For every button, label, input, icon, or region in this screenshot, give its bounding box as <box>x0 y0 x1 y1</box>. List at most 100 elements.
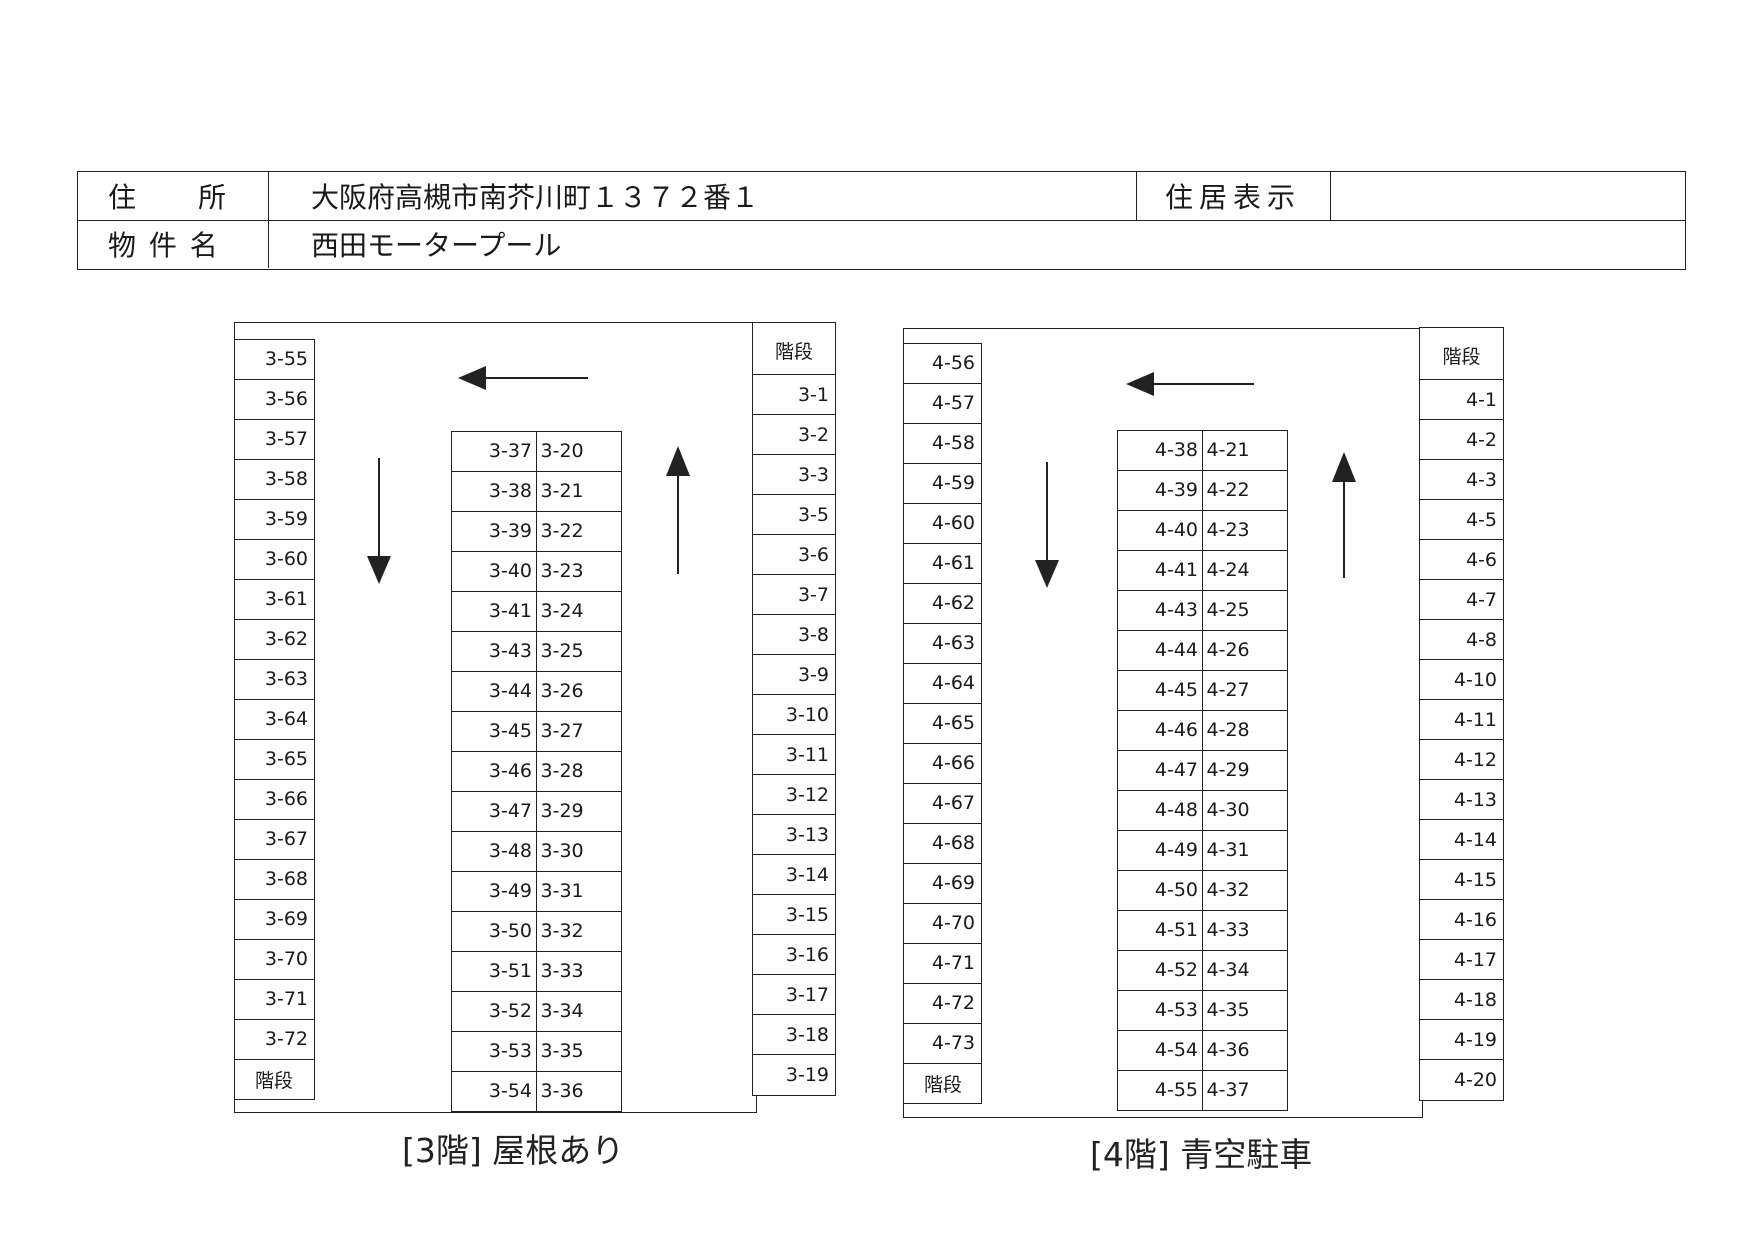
parking-space: 4-70 <box>903 902 982 944</box>
parking-space: 3-43 <box>450 630 537 672</box>
parking-space: 4-34 <box>1201 949 1288 991</box>
parking-space: 4-63 <box>903 622 982 664</box>
parking-space: 4-19 <box>1419 1019 1504 1061</box>
parking-space: 4-43 <box>1116 589 1203 631</box>
parking-space: 4-17 <box>1419 939 1504 981</box>
parking-space: 4-40 <box>1116 509 1203 551</box>
arrow-down-icon <box>367 458 391 584</box>
parking-space: 4-69 <box>903 862 982 904</box>
parking-space: 4-3 <box>1419 459 1504 501</box>
parking-space: 4-38 <box>1116 429 1203 471</box>
parking-space: 3-16 <box>752 934 836 976</box>
parking-space: 4-1 <box>1419 379 1504 421</box>
display-label: 住居表示 <box>1136 172 1331 220</box>
stairs-box: 階段 <box>1419 326 1504 381</box>
parking-space: 4-72 <box>903 982 982 1024</box>
arrow-up-icon <box>1332 452 1356 578</box>
parking-space: 4-29 <box>1201 749 1288 791</box>
parking-space: 4-27 <box>1201 669 1288 711</box>
parking-space: 3-70 <box>234 938 315 980</box>
stairs-box: 階段 <box>234 1058 315 1100</box>
parking-space: 3-57 <box>234 418 315 460</box>
parking-space: 3-46 <box>450 750 537 792</box>
parking-space: 3-69 <box>234 898 315 940</box>
parking-space: 3-62 <box>234 618 315 660</box>
parking-space: 4-51 <box>1116 909 1203 951</box>
parking-space: 3-24 <box>535 590 622 632</box>
parking-space: 3-32 <box>535 910 622 952</box>
parking-space: 4-31 <box>1201 829 1288 871</box>
parking-space: 4-66 <box>903 742 982 784</box>
parking-space: 3-6 <box>752 534 836 576</box>
display-value <box>1331 172 1685 220</box>
parking-space: 4-36 <box>1201 1029 1288 1071</box>
parking-space: 4-62 <box>903 582 982 624</box>
parking-space: 4-64 <box>903 662 982 704</box>
property-info-table: 住 所 大阪府高槻市南芥川町１３７２番１ 住居表示 物 件 名 西田モータープー… <box>77 171 1686 270</box>
parking-space: 4-59 <box>903 462 982 504</box>
property-label: 物 件 名 <box>78 220 269 268</box>
parking-space: 3-65 <box>234 738 315 780</box>
parking-space: 4-57 <box>903 382 982 424</box>
parking-space: 4-44 <box>1116 629 1203 671</box>
parking-space: 3-35 <box>535 1030 622 1072</box>
parking-space: 3-49 <box>450 870 537 912</box>
parking-space: 4-32 <box>1201 869 1288 911</box>
floor3-caption: [3階] 屋根あり <box>402 1131 625 1170</box>
parking-space: 3-25 <box>535 630 622 672</box>
parking-space: 4-7 <box>1419 579 1504 621</box>
parking-space: 4-23 <box>1201 509 1288 551</box>
parking-space: 3-3 <box>752 454 836 496</box>
parking-space: 4-60 <box>903 502 982 544</box>
parking-space: 3-33 <box>535 950 622 992</box>
parking-space: 4-6 <box>1419 539 1504 581</box>
parking-space: 3-67 <box>234 818 315 860</box>
parking-space: 4-33 <box>1201 909 1288 951</box>
property-value: 西田モータープール <box>311 229 562 262</box>
parking-space: 4-50 <box>1116 869 1203 911</box>
parking-space: 3-58 <box>234 458 315 500</box>
parking-space: 3-28 <box>535 750 622 792</box>
parking-space: 4-5 <box>1419 499 1504 541</box>
parking-space: 3-47 <box>450 790 537 832</box>
parking-space: 3-9 <box>752 654 836 696</box>
parking-space: 3-21 <box>535 470 622 512</box>
parking-space: 3-54 <box>450 1070 537 1112</box>
parking-space: 4-71 <box>903 942 982 984</box>
parking-space: 4-48 <box>1116 789 1203 831</box>
parking-space: 4-56 <box>903 342 982 384</box>
parking-space: 4-41 <box>1116 549 1203 591</box>
parking-space: 4-45 <box>1116 669 1203 711</box>
parking-space: 3-50 <box>450 910 537 952</box>
parking-space: 4-22 <box>1201 469 1288 511</box>
parking-space: 4-61 <box>903 542 982 584</box>
property-row: 物 件 名 西田モータープール <box>78 220 1685 268</box>
parking-space: 4-68 <box>903 822 982 864</box>
parking-space: 4-28 <box>1201 709 1288 751</box>
parking-space: 3-12 <box>752 774 836 816</box>
parking-space: 3-59 <box>234 498 315 540</box>
parking-space: 3-71 <box>234 978 315 1020</box>
parking-space: 3-1 <box>752 374 836 416</box>
parking-space: 3-19 <box>752 1054 836 1096</box>
parking-space: 4-30 <box>1201 789 1288 831</box>
parking-space: 4-46 <box>1116 709 1203 751</box>
parking-space: 4-15 <box>1419 859 1504 901</box>
parking-space: 3-18 <box>752 1014 836 1056</box>
parking-space: 4-14 <box>1419 819 1504 861</box>
parking-space: 3-51 <box>450 950 537 992</box>
parking-space: 3-36 <box>535 1070 622 1112</box>
parking-space: 3-64 <box>234 698 315 740</box>
stairs-box: 階段 <box>903 1062 982 1104</box>
parking-space: 4-13 <box>1419 779 1504 821</box>
parking-space: 3-45 <box>450 710 537 752</box>
parking-space: 4-55 <box>1116 1069 1203 1111</box>
parking-space: 4-18 <box>1419 979 1504 1021</box>
parking-space: 4-21 <box>1201 429 1288 471</box>
parking-space: 3-8 <box>752 614 836 656</box>
parking-space: 4-25 <box>1201 589 1288 631</box>
parking-space: 3-7 <box>752 574 836 616</box>
stairs-box: 階段 <box>752 321 836 376</box>
parking-space: 3-44 <box>450 670 537 712</box>
